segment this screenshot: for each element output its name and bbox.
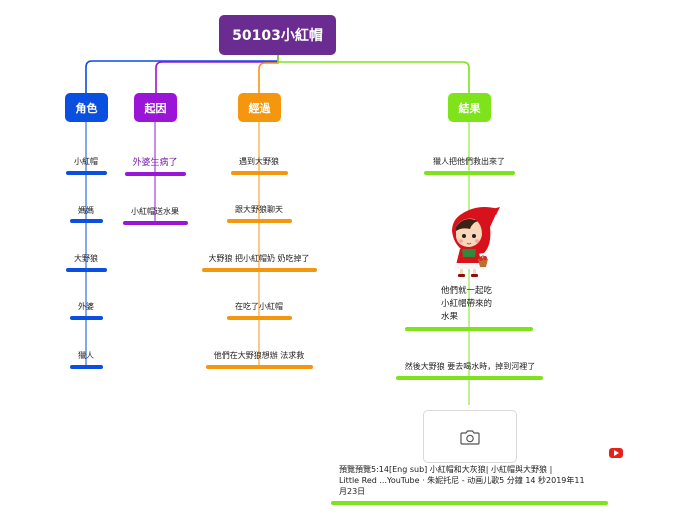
- video-caption-underline: [331, 501, 608, 505]
- category-roles-label: 角色: [75, 101, 98, 115]
- roles-item-0[interactable]: 小紅帽: [74, 157, 98, 166]
- connector-result: [277, 55, 470, 93]
- process-item-2[interactable]: 大野狼 把小紅帽奶 奶吃掉了: [208, 254, 310, 263]
- roles-item-1-underline: [70, 219, 103, 223]
- cause-item-0-underline: [125, 172, 186, 176]
- category-result-label: 結果: [458, 101, 481, 115]
- roles-item-2-underline: [66, 268, 107, 272]
- process-item-4-underline: [206, 365, 313, 369]
- roles-item-4-underline: [70, 365, 103, 369]
- cause-item-1-underline: [123, 221, 188, 225]
- process-item-3-underline: [227, 316, 292, 320]
- category-process-label: 經過: [248, 101, 271, 115]
- root-label: 50103小紅帽: [232, 28, 323, 44]
- connector-process: [258, 55, 279, 93]
- connector-roles: [85, 55, 279, 93]
- roles-item-3-underline: [70, 316, 103, 320]
- process-item-0[interactable]: 遇到大野狼: [239, 157, 279, 166]
- category-cause-label: 起因: [144, 101, 167, 115]
- red-riding-hood-illustration: [452, 207, 500, 277]
- category-process[interactable]: 經過: [238, 93, 281, 122]
- connector-cause: [155, 55, 279, 93]
- result-item-1[interactable]: 他們就一起吃 小紅帽帶來的 水果: [441, 286, 493, 322]
- result-item-0-underline: [424, 171, 515, 175]
- roles-item-0-underline: [66, 171, 107, 175]
- process-item-1[interactable]: 跟大野狼聊天: [235, 205, 283, 214]
- result-item-1-underline: [405, 327, 533, 331]
- roles-item-3[interactable]: 外婆: [78, 302, 94, 311]
- roles-item-1[interactable]: 媽媽: [78, 206, 94, 215]
- category-roles[interactable]: 角色: [65, 93, 108, 122]
- result-item-2[interactable]: 然後大野狼 要去喝水時，掉到河裡了: [404, 362, 536, 371]
- cause-item-0[interactable]: 外婆生病了: [132, 158, 178, 168]
- roles-item-2[interactable]: 大野狼: [74, 254, 98, 263]
- process-item-1-underline: [227, 219, 292, 223]
- process-item-3[interactable]: 在吃了小紅帽: [235, 302, 283, 311]
- video-thumbnail[interactable]: [423, 410, 517, 463]
- category-result[interactable]: 結果: [448, 93, 491, 122]
- cause-item-1[interactable]: 小紅帽送水果: [131, 207, 179, 216]
- process-item-2-underline: [202, 268, 317, 272]
- process-item-4[interactable]: 他們在大野狼想辦 法求救: [213, 351, 305, 360]
- root-node[interactable]: 50103小紅帽: [219, 15, 336, 55]
- video-caption[interactable]: 預覽預覽5:14[Eng sub] 小紅帽和大灰狼| 小紅帽與大野狼 | Lit…: [339, 465, 585, 496]
- camera-icon: [460, 429, 480, 445]
- play-icon: [614, 450, 619, 456]
- process-item-0-underline: [231, 171, 288, 175]
- result-item-0[interactable]: 獵人把他們救出來了: [433, 157, 505, 166]
- result-item-2-underline: [396, 376, 543, 380]
- youtube-icon[interactable]: [609, 448, 623, 458]
- category-cause[interactable]: 起因: [134, 93, 177, 122]
- roles-item-4[interactable]: 獵人: [78, 351, 94, 360]
